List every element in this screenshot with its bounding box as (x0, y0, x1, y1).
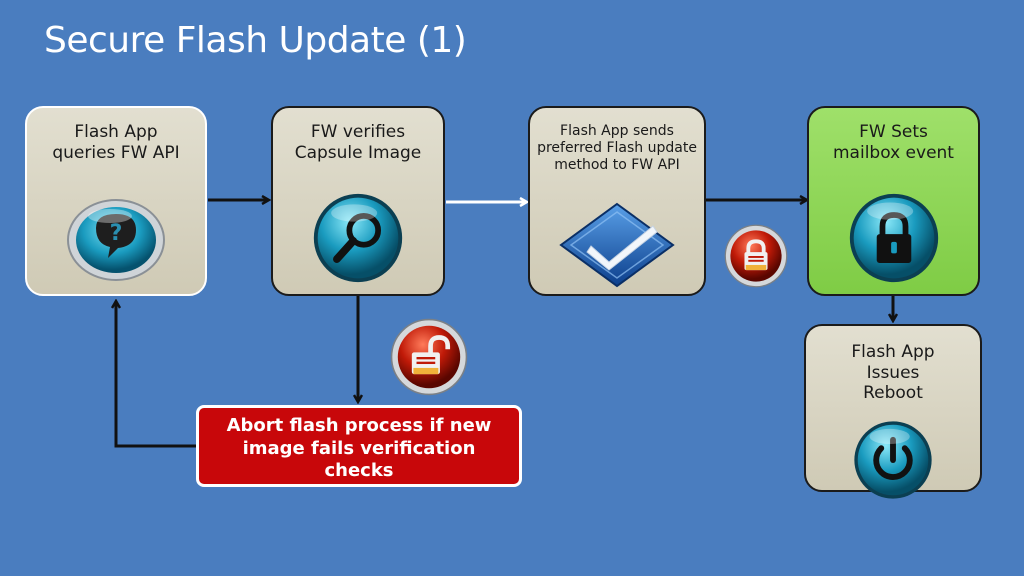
step-query-box: Flash App queries FW API ? (25, 106, 207, 296)
step-query-label: Flash App queries FW API (52, 122, 180, 163)
padlock-icon (849, 193, 938, 283)
checkmark-icon (559, 202, 675, 288)
step-reboot-label: Flash App Issues Reboot (851, 342, 935, 404)
step-verify-box: FW verifies Capsule Image (271, 106, 445, 296)
step-reboot-box: Flash App Issues Reboot (804, 324, 982, 499)
svg-text:?: ? (110, 221, 123, 246)
abort-message-box: Abort flash process if new image fails v… (196, 405, 522, 487)
step-verify-label: FW verifies Capsule Image (294, 122, 422, 163)
power-icon (854, 421, 932, 499)
step-mailbox-label: FW Sets mailbox event (833, 122, 954, 163)
locked-padlock-icon (724, 224, 788, 288)
unlocked-padlock-icon (390, 318, 468, 396)
magnifier-icon (313, 193, 403, 283)
step-mailbox-box: FW Sets mailbox event (807, 106, 980, 296)
question-bubble-icon: ? (67, 199, 165, 281)
step-send-label: Flash App sends preferred Flash update m… (537, 123, 697, 174)
slide-title: Secure Flash Update (1) (44, 20, 467, 61)
arrow-abort-to-query (116, 302, 196, 448)
step-send-box: Flash App sends preferred Flash update m… (528, 106, 706, 296)
